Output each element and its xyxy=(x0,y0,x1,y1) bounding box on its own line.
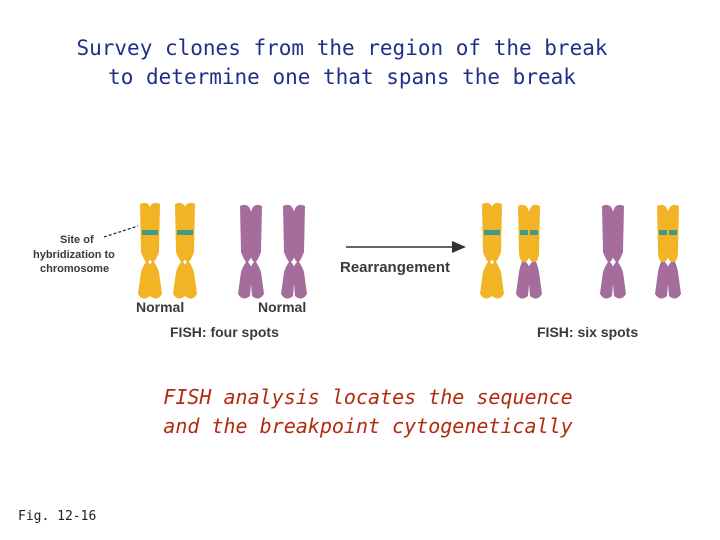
caption-line-2: and the breakpoint cytogenetically xyxy=(163,414,573,438)
site-label-line-1: Site of xyxy=(60,234,94,246)
site-label-line-2: hybridization to xyxy=(33,249,115,261)
caption: FISH analysis locates the sequence and t… xyxy=(0,383,720,441)
slide-title: Survey clones from the region of the bre… xyxy=(0,34,684,92)
hybridization-spot xyxy=(142,230,150,235)
figure-number: Fig. 12-16 xyxy=(18,509,97,524)
fish-right-label: FISH: six spots xyxy=(537,324,638,340)
arrow-right-icon xyxy=(346,241,466,253)
hybridization-spot xyxy=(177,230,185,235)
hybridization-spot xyxy=(669,230,677,235)
hybridization-spot xyxy=(659,230,667,235)
hybridization-spot xyxy=(530,230,538,235)
chromosome-yellow-right-1 xyxy=(480,202,504,299)
site-pointer xyxy=(103,225,139,238)
chromosome-purple-right-1 xyxy=(600,204,626,299)
title-line-1: Survey clones from the region of the bre… xyxy=(76,36,608,60)
hybridization-spot xyxy=(520,230,528,235)
hybridization-spot xyxy=(150,230,158,235)
chromosome-purple-left-1 xyxy=(238,204,264,299)
chromosome-purple-left-2 xyxy=(281,204,307,299)
chromosome-hybrid-right xyxy=(516,204,542,299)
title-line-2: to determine one that spans the break xyxy=(108,65,576,89)
chromosome-hybrid-right-2 xyxy=(655,204,681,299)
hybridization-spot xyxy=(185,230,193,235)
hybridization-spot xyxy=(484,230,492,235)
normal-label-2: Normal xyxy=(258,299,306,315)
caption-line-1: FISH analysis locates the sequence xyxy=(163,385,573,409)
chromosome-yellow-left-1 xyxy=(138,202,162,299)
chromosome-yellow-left-2 xyxy=(173,202,197,299)
fish-left-label: FISH: four spots xyxy=(170,324,279,340)
arrow-label: Rearrangement xyxy=(340,259,450,276)
site-label-line-3: chromosome xyxy=(40,263,109,275)
normal-label-1: Normal xyxy=(136,299,184,315)
hybridization-spot xyxy=(492,230,500,235)
